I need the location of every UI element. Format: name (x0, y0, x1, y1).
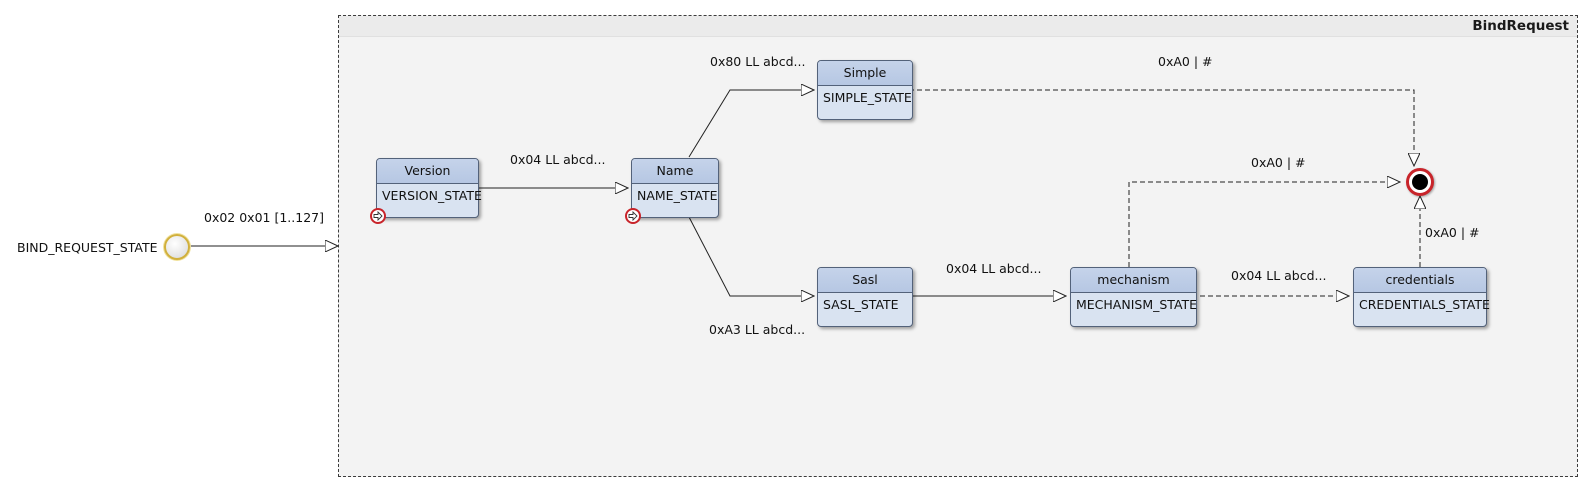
label-mechanism-to-credentials: 0x04 LL abcd... (1231, 268, 1327, 283)
state-sasl-name: Sasl (818, 268, 912, 293)
state-credentials-name: credentials (1354, 268, 1486, 293)
state-version-name: Version (377, 159, 478, 184)
label-simple-to-final: 0xA0 | # (1158, 54, 1213, 69)
composite-title: BindRequest (1472, 18, 1569, 34)
state-sasl-body: SASL_STATE (823, 297, 899, 312)
state-simple[interactable]: Simple SIMPLE_STATE (817, 60, 913, 120)
state-name-body: NAME_STATE (637, 188, 718, 203)
initial-state-label: BIND_REQUEST_STATE (17, 240, 158, 255)
state-credentials-body: CREDENTIALS_STATE (1359, 297, 1490, 312)
label-credentials-to-final: 0xA0 | # (1425, 225, 1480, 240)
composite-state-bindrequest[interactable]: BindRequest (338, 15, 1578, 477)
state-sasl[interactable]: Sasl SASL_STATE (817, 267, 913, 327)
composite-header (339, 16, 1577, 37)
initial-state-icon[interactable] (164, 234, 190, 260)
transition-name-to-sasl[interactable] (688, 216, 814, 296)
label-name-to-sasl: 0xA3 LL abcd... (709, 322, 806, 337)
transition-mechanism-to-final[interactable] (1128, 182, 1400, 267)
state-mechanism-name: mechanism (1071, 268, 1196, 293)
state-mechanism-body: MECHANISM_STATE (1076, 297, 1198, 312)
state-credentials[interactable]: credentials CREDENTIALS_STATE (1353, 267, 1490, 327)
transition-simple-to-final[interactable] (909, 89, 1414, 166)
state-mechanism[interactable]: mechanism MECHANISM_STATE (1070, 267, 1197, 327)
state-name[interactable]: Name NAME_STATE (625, 158, 719, 224)
state-version-body: VERSION_STATE (382, 188, 482, 203)
state-version[interactable]: Version VERSION_STATE (370, 158, 482, 224)
state-name-name: Name (632, 159, 718, 184)
label-start-to-bindrequest: 0x02 0x01 [1..127] (204, 210, 324, 225)
entry-point-icon[interactable] (625, 208, 641, 224)
label-name-to-simple: 0x80 LL abcd... (710, 54, 806, 69)
state-simple-name: Simple (818, 61, 912, 86)
transition-name-to-simple[interactable] (688, 90, 814, 158)
entry-point-icon[interactable] (370, 208, 386, 224)
state-simple-body: SIMPLE_STATE (823, 90, 912, 105)
final-state-core (1412, 174, 1428, 190)
label-version-to-name: 0x04 LL abcd... (510, 152, 606, 167)
label-mechanism-to-final: 0xA0 | # (1251, 155, 1306, 170)
final-state-icon[interactable] (1406, 168, 1434, 196)
label-sasl-to-mechanism: 0x04 LL abcd... (946, 261, 1042, 276)
